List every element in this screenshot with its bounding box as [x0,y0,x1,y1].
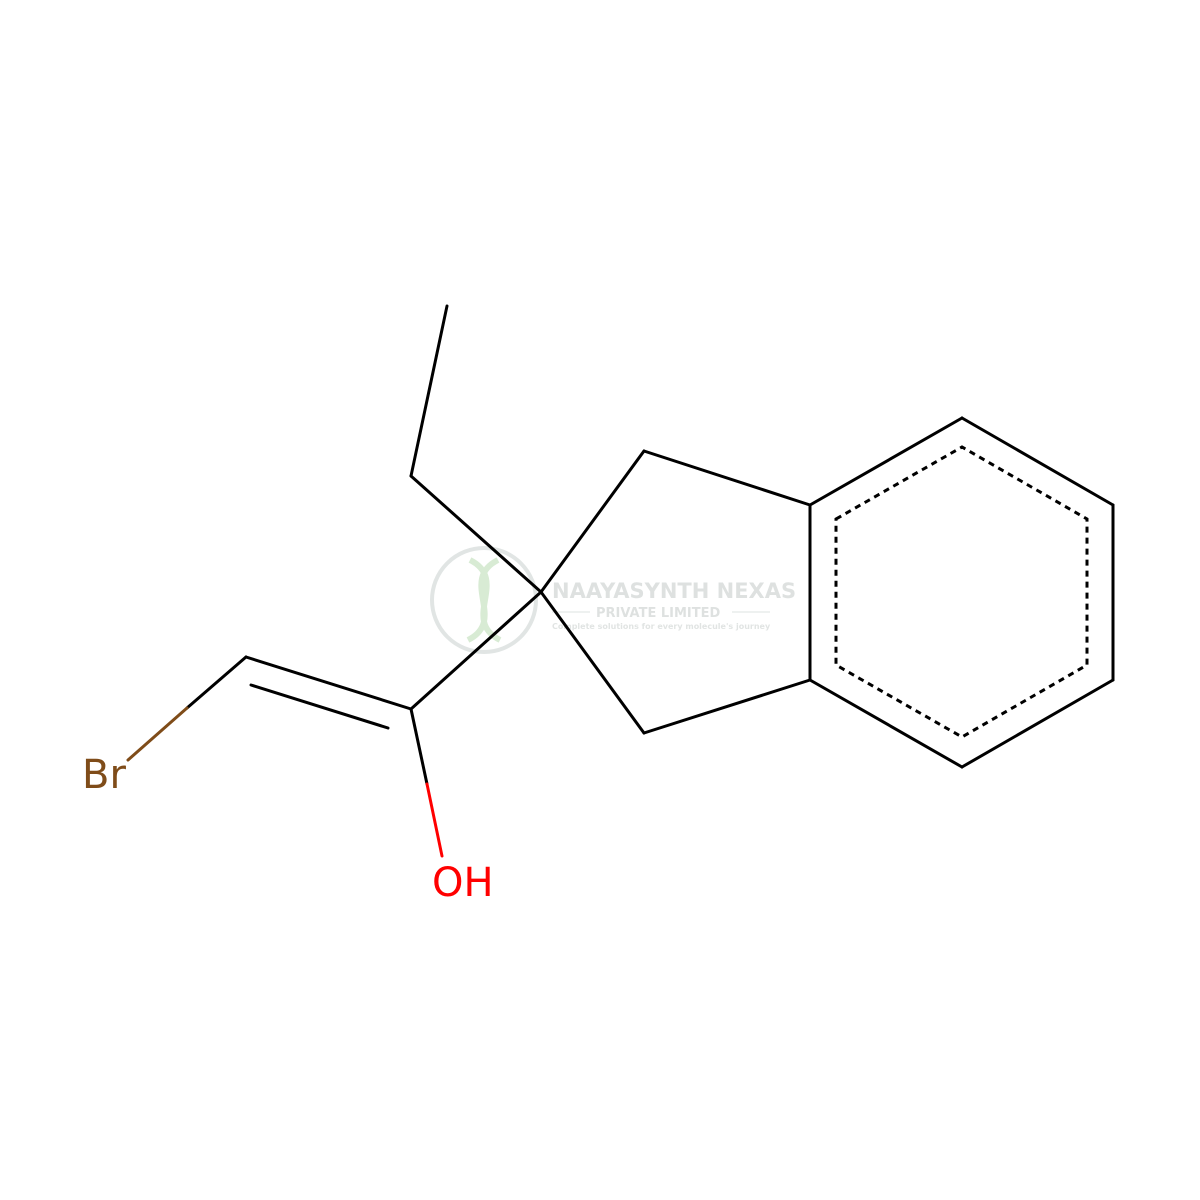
watermark-tagline: Complete solutions for every molecule's … [552,622,771,631]
bond-benzene-4 [960,678,1115,769]
bond-ethyl-ch3 [409,304,449,478]
atom-bromine-label: Br [82,752,126,798]
bond-ring-c1-c7a [642,449,812,507]
bond-ethyl-ch2 [409,474,543,594]
bond-benzene-5 [808,678,964,769]
bond-c-br-black [185,655,248,710]
bond-c2-enol-carbon [409,590,543,711]
atom-hydroxyl-label: OH [432,860,494,906]
bond-c-br-brown [126,706,189,762]
watermark-helix-icon [466,557,502,643]
aromatic-ring [834,445,1089,739]
bond-c-o-red [425,782,444,858]
bond-ring-c3-c3a [642,678,812,735]
bond-ring-c2-c3 [539,590,646,735]
bond-c-o-black [409,707,429,786]
bond-double-inner [249,683,390,730]
bond-ring-c2-c1 [539,449,646,594]
watermark-logo-icon [430,546,538,654]
watermark-subtitle: PRIVATE LIMITED [596,606,721,621]
watermark-name: NAAYASYNTH NEXAS [552,579,796,603]
bond-double-outer [244,655,413,711]
watermark: NAAYASYNTH NEXAS PRIVATE LIMITED Complet… [430,546,796,654]
bond-benzene-1 [808,416,964,507]
bond-benzene-2 [960,416,1115,507]
bonds [126,304,1115,858]
